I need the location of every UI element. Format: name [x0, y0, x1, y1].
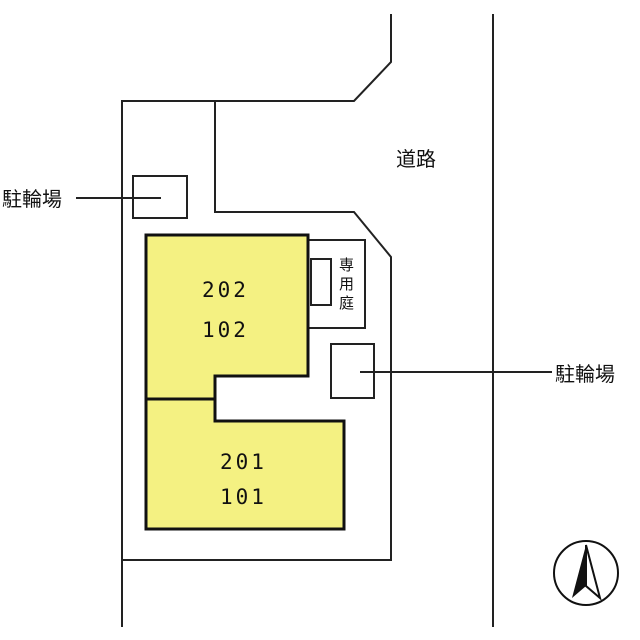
unit-number-201: 201 — [220, 450, 267, 474]
unit-number-102: 102 — [202, 318, 249, 342]
parking-label-left: 駐輪場 — [2, 187, 62, 211]
private-garden-char-3: 庭 — [339, 294, 354, 312]
road-label: 道路 — [396, 147, 436, 171]
private-garden-area — [306, 239, 366, 329]
parking-label-right: 駐輪場 — [555, 362, 615, 386]
garden-inner-box — [310, 258, 332, 306]
north-arrow-icon — [553, 540, 619, 606]
unit-number-202: 202 — [202, 278, 249, 302]
private-garden-char-2: 用 — [339, 275, 354, 293]
road-boundary-line — [121, 14, 392, 627]
unit-lower — [144, 397, 346, 531]
site-boundary — [122, 101, 392, 561]
unit-number-101: 101 — [220, 485, 267, 509]
unit-upper — [144, 233, 310, 401]
private-garden-char-1: 専 — [339, 256, 354, 274]
